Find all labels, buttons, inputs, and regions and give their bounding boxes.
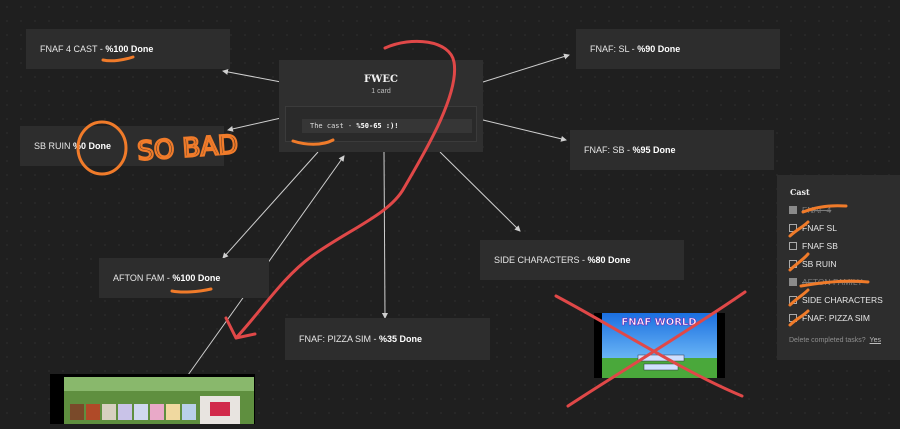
character-select-picture xyxy=(64,377,254,424)
card-afton-status: %100 Done xyxy=(172,273,221,283)
card-fnaf-sl[interactable]: FNAF: SL - %90 Done xyxy=(576,29,780,69)
center-card-title: FWEC xyxy=(364,74,398,85)
strike-afton-mark xyxy=(799,279,870,288)
fnaf-world-logo: FNAF WORLD xyxy=(621,317,696,328)
card-side-characters[interactable]: SIDE CHARACTERS - %80 Done xyxy=(480,240,684,280)
check-mark-sb-ruin xyxy=(788,252,810,272)
card-fnaf-sb-status: %95 Done xyxy=(632,145,676,155)
arrow-to-pizza xyxy=(381,151,388,319)
card-fnaf4-label: FNAF 4 CAST - xyxy=(40,44,103,54)
check-mark-sl xyxy=(788,220,810,238)
checklist-item-label: FNAF SL xyxy=(802,223,837,233)
card-sb-ruin-label: SB RUIN xyxy=(34,141,71,151)
checklist-title: Cast xyxy=(790,187,810,197)
card-fnaf-sl-label: FNAF: SL - xyxy=(590,44,635,54)
center-card-subtitle: 1 card xyxy=(371,88,391,95)
check-mark-pizza xyxy=(788,309,810,327)
inner-card-bold: %50-65 :)! xyxy=(356,122,399,130)
checklist-item-label: SB RUIN xyxy=(802,259,837,269)
checkbox-checked[interactable] xyxy=(789,206,797,214)
underline-fnaf4-mark xyxy=(101,55,135,63)
card-pizza-sim[interactable]: FNAF: PIZZA SIM - %35 Done xyxy=(285,318,490,360)
red-scribble-arrow xyxy=(224,39,457,340)
inner-card-text: The cast - %50-65 :)! xyxy=(302,119,472,133)
arrow-to-fnaf4 xyxy=(222,68,282,83)
card-fnaf-sb-label: FNAF: SB - xyxy=(584,145,631,155)
checklist-item-label: FNAF: PIZZA SIM xyxy=(802,313,871,323)
delete-completed-yes-link[interactable]: Yes xyxy=(869,337,881,344)
card-fnaf-sl-status: %90 Done xyxy=(637,44,681,54)
delete-completed-prompt: Delete completed tasks? xyxy=(789,337,866,344)
arrow-to-afton xyxy=(222,151,319,259)
red-cross-line-1 xyxy=(554,294,744,398)
card-afton-label: AFTON FAM - xyxy=(113,273,170,283)
red-cross-line-2 xyxy=(566,290,747,408)
card-side-status: %80 Done xyxy=(587,255,631,265)
card-side-label: SIDE CHARACTERS - xyxy=(494,255,586,265)
circle-sb-ruin-mark xyxy=(76,120,128,176)
card-pizza-label: FNAF: PIZZA SIM - xyxy=(299,334,377,344)
strike-fnaf4-mark xyxy=(801,204,848,214)
arrow-to-side xyxy=(439,151,521,232)
checkbox-checked[interactable] xyxy=(789,278,797,286)
card-sb-ruin-status: %0 Done xyxy=(73,141,112,151)
inner-card[interactable]: The cast - %50-65 :)! xyxy=(285,106,477,142)
inner-card-prefix: The cast - xyxy=(310,122,357,130)
card-pizza-status: %35 Done xyxy=(379,334,423,344)
underline-afton-mark xyxy=(170,287,213,294)
underline-inner-card-mark xyxy=(291,138,335,146)
fnaf-world-image[interactable]: FNAF WORLD xyxy=(594,313,725,378)
checklist-item-label: SIDE CHARACTERS xyxy=(802,295,883,305)
arrow-to-sb-ruin xyxy=(227,117,282,132)
checklist-item-label: FNAF 4 xyxy=(802,205,832,215)
card-fnaf-sb[interactable]: FNAF: SB - %95 Done xyxy=(570,130,774,170)
card-fnaf4-cast[interactable]: FNAF 4 CAST - %100 Done xyxy=(26,29,230,69)
checklist-item[interactable]: FNAF SB xyxy=(789,241,838,251)
checkbox[interactable] xyxy=(789,242,797,250)
so-bad-annotation: SO BAD xyxy=(136,130,239,167)
checklist-item[interactable]: FNAF 4 xyxy=(789,205,831,215)
checklist-item-label: FNAF SB xyxy=(802,241,838,251)
checklist-footer: Delete completed tasks? Yes xyxy=(789,337,881,344)
arrow-to-fnaf-sl xyxy=(482,53,570,83)
check-mark-side xyxy=(788,288,810,307)
character-select-image[interactable] xyxy=(50,374,255,424)
arrow-to-fnaf-sb xyxy=(482,119,567,142)
center-card-fwec[interactable]: FWEC 1 card The cast - %50-65 :)! xyxy=(279,60,483,152)
card-fnaf4-status: %100 Done xyxy=(105,44,154,54)
